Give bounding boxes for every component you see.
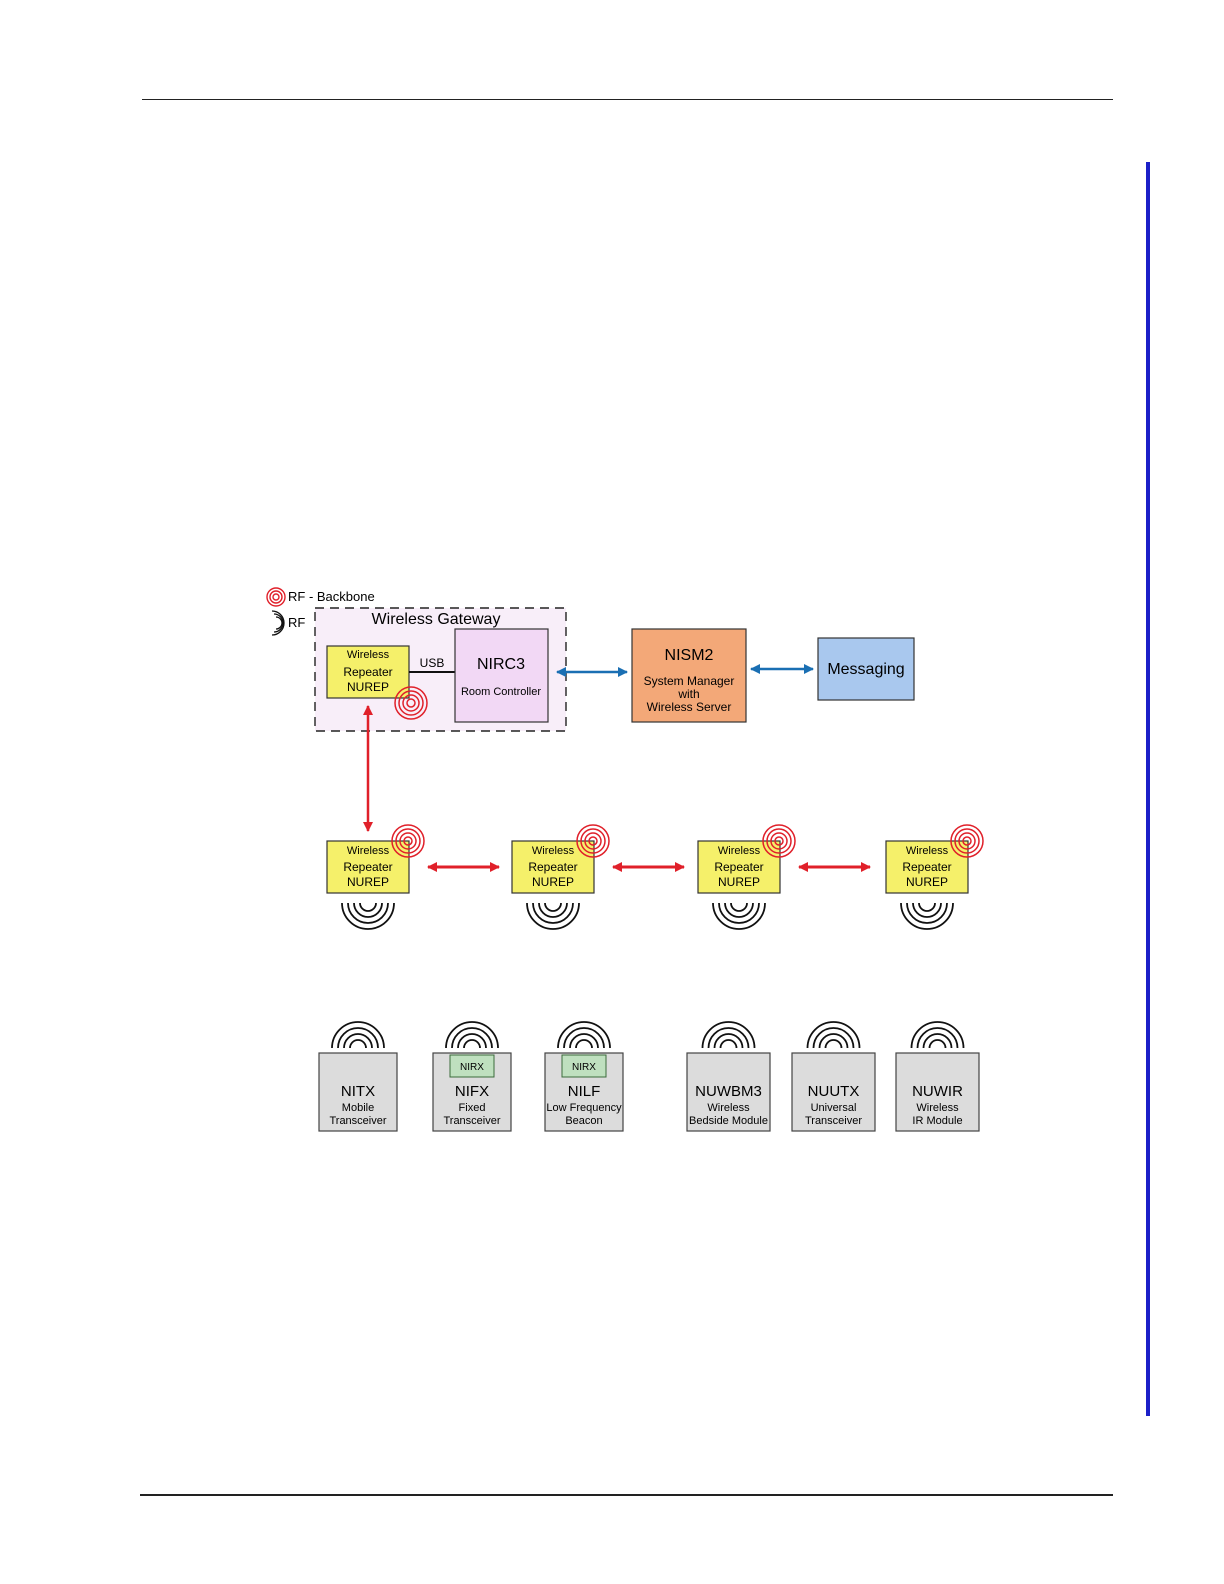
repeater-line3: NUREP — [718, 875, 760, 889]
device-line2: Transceiver — [329, 1115, 386, 1127]
device-box — [686, 1052, 771, 1132]
device-row: NITXMobileTransceiverNIRXNIFXFixedTransc… — [318, 1021, 980, 1132]
device-line2: Transceiver — [805, 1115, 862, 1127]
backbone-icon — [950, 824, 984, 858]
manager-name: NISM2 — [665, 647, 714, 664]
device-box — [318, 1052, 398, 1132]
legend: RF - Backbone RF — [266, 587, 375, 636]
footer-rule — [140, 1494, 1113, 1496]
backbone-icon — [576, 824, 610, 858]
rf-signal-icon — [445, 1021, 499, 1049]
device-line1: Wireless — [916, 1102, 959, 1114]
repeater-row: WirelessRepeaterNUREPWirelessRepeaterNUR… — [326, 824, 984, 930]
repeater-line1: Wireless — [347, 845, 390, 857]
device-name: NUWIR — [912, 1083, 963, 1100]
legend-backbone-label: RF - Backbone — [288, 589, 375, 604]
rf-signal-icon — [557, 1021, 611, 1049]
repeater-line2: Repeater — [343, 860, 392, 874]
repeater-line3: NUREP — [906, 875, 948, 889]
device-name: NILF — [568, 1083, 601, 1100]
manager-line1: System Manager — [644, 674, 735, 688]
rf-signal-icon — [806, 1021, 861, 1049]
device-box — [895, 1052, 980, 1132]
gateway-repeater-line3: NUREP — [347, 680, 389, 694]
rf-signal-icon — [712, 902, 766, 930]
rf-backbone-icon — [266, 587, 286, 607]
device-line2: Transceiver — [443, 1115, 500, 1127]
messaging-box — [817, 637, 915, 701]
gateway-repeater-box — [326, 645, 410, 699]
device-line1: Fixed — [459, 1102, 486, 1114]
controller-name: NIRC3 — [477, 656, 525, 673]
device-name: NIFX — [455, 1083, 489, 1100]
gateway-repeater-line2: Repeater — [343, 665, 392, 679]
repeater-line1: Wireless — [532, 845, 575, 857]
module-box — [449, 1054, 495, 1078]
repeater-line1: Wireless — [906, 845, 949, 857]
messaging-label: Messaging — [827, 661, 904, 678]
device-line1: Low Frequency — [546, 1102, 622, 1114]
device-line1: Wireless — [707, 1102, 750, 1114]
repeater-line3: NUREP — [347, 875, 389, 889]
manager-line3: Wireless Server — [647, 700, 732, 714]
rf-signal-icon — [526, 902, 580, 930]
usb-label: USB — [420, 656, 445, 670]
gateway-backbone-icon — [394, 686, 428, 720]
repeater-line1: Wireless — [718, 845, 761, 857]
repeater-line2: Repeater — [902, 860, 951, 874]
rf-signal-icon — [900, 902, 954, 930]
module-box — [561, 1054, 607, 1078]
backbone-icon — [762, 824, 796, 858]
backbone-icon — [391, 824, 425, 858]
change-bar — [1146, 162, 1150, 1416]
system-manager: NISM2 System Manager with Wireless Serve… — [631, 628, 747, 723]
device-line2: Beacon — [565, 1115, 602, 1127]
rf-signal-icon — [701, 1021, 756, 1049]
device-line1: Mobile — [342, 1102, 374, 1114]
gateway-repeater-line1: Wireless — [347, 649, 390, 661]
header-rule — [142, 99, 1113, 100]
manager-line2: with — [677, 687, 699, 701]
messaging: Messaging — [817, 637, 915, 701]
repeater-line2: Repeater — [714, 860, 763, 874]
controller-desc: Room Controller — [461, 686, 541, 698]
gateway-title: Wireless Gateway — [372, 611, 501, 628]
rf-signal-icon — [341, 902, 395, 930]
rf-icon — [271, 610, 285, 636]
module-label: NIRX — [572, 1062, 596, 1073]
controller-box — [454, 628, 549, 723]
device-line2: Bedside Module — [689, 1115, 768, 1127]
rf-signal-icon — [910, 1021, 965, 1049]
device-name: NUWBM3 — [695, 1083, 762, 1100]
manager-box — [631, 628, 747, 723]
repeater-line3: NUREP — [532, 875, 574, 889]
device-name: NUUTX — [808, 1083, 860, 1100]
device-line2: IR Module — [912, 1115, 962, 1127]
device-name: NITX — [341, 1083, 375, 1100]
wireless-gateway: Wireless Gateway Wireless Repeater NUREP… — [314, 607, 567, 732]
device-line1: Universal — [811, 1102, 857, 1114]
module-label: NIRX — [460, 1062, 484, 1073]
legend-rf-label: RF — [288, 615, 305, 630]
rf-signal-icon — [331, 1021, 385, 1049]
device-box — [791, 1052, 876, 1132]
repeater-line2: Repeater — [528, 860, 577, 874]
